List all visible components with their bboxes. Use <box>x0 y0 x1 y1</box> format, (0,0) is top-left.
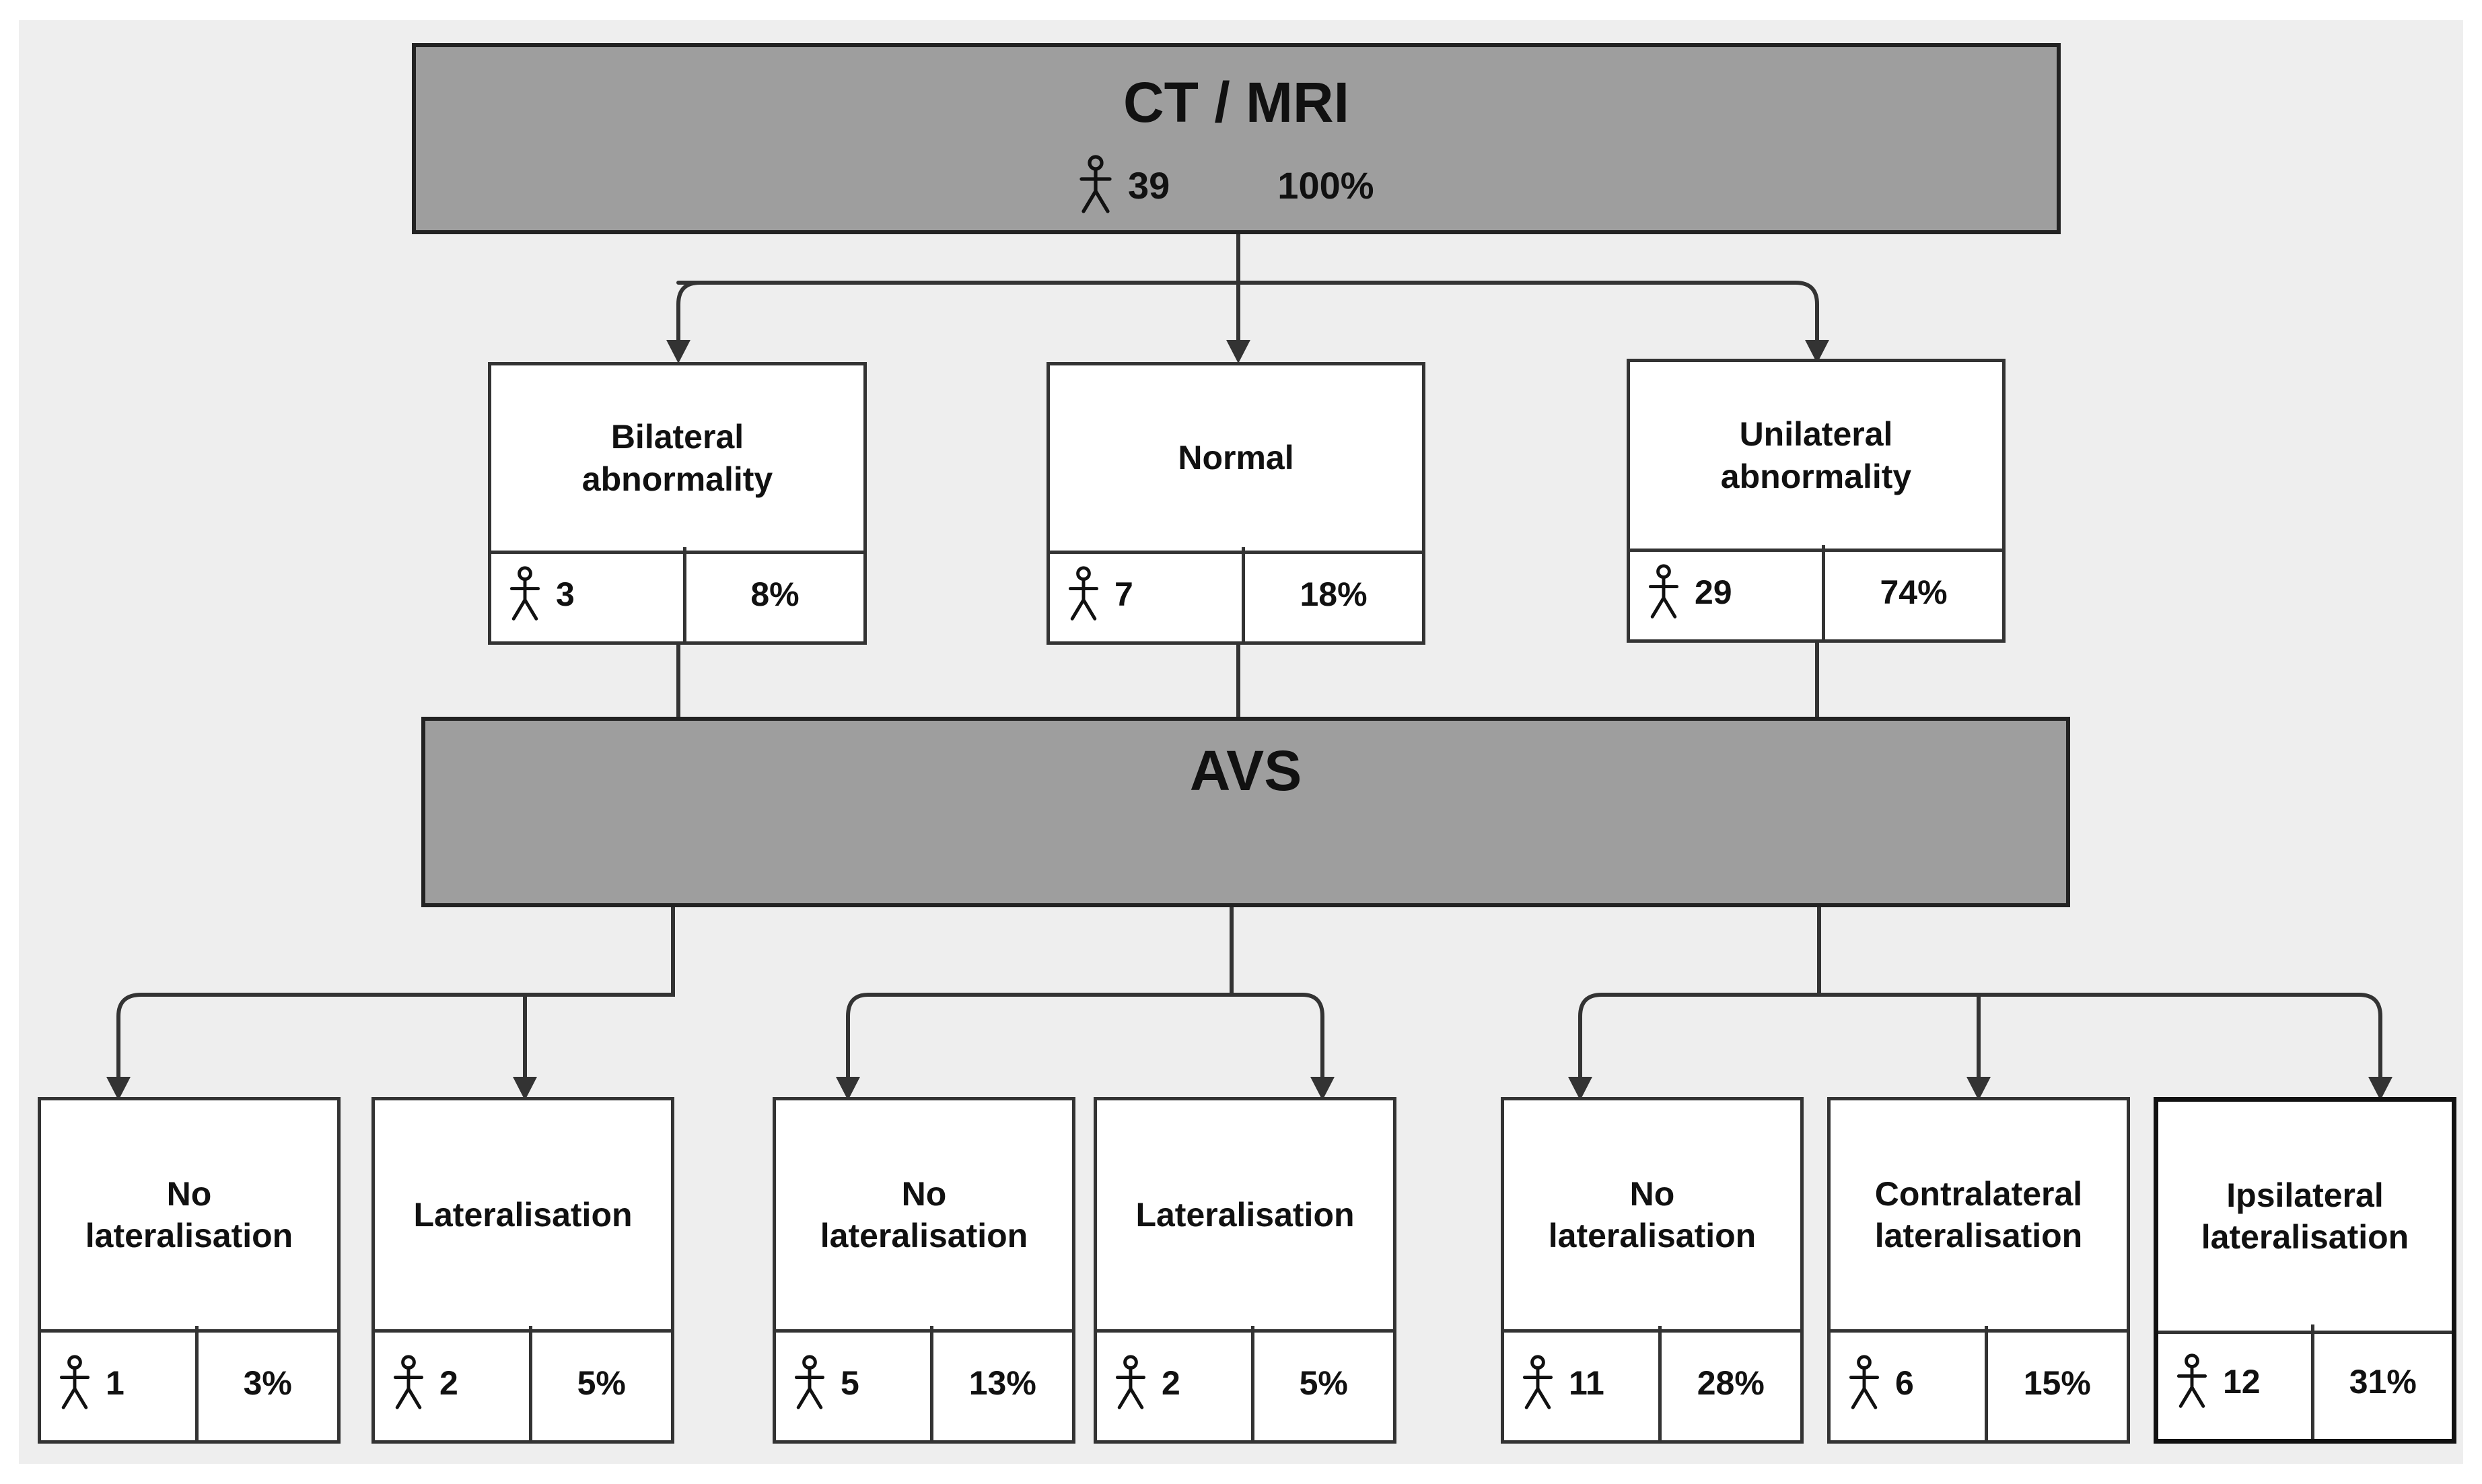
ct-mri-percent: 100% <box>1277 164 1374 207</box>
node-count-cell: 7 <box>1050 547 1245 641</box>
arrowhead <box>1966 1077 1991 1100</box>
node-count-cell: 11 <box>1504 1326 1662 1440</box>
person-icon <box>794 1355 825 1409</box>
node-no-lateralisation-unilateral: No lateralisation 11 28% <box>1501 1097 1804 1444</box>
arrowhead <box>666 340 690 363</box>
person-icon <box>1648 564 1679 619</box>
connector-avs-left <box>116 905 675 1079</box>
node-label: Lateralisation <box>375 1100 671 1333</box>
node-contralateral-lateralisation: Contralateral lateralisation 6 15% <box>1827 1097 2130 1444</box>
node-percent: 31% <box>2349 1363 2417 1401</box>
arrowhead <box>1226 340 1250 363</box>
node-label: Bilateral abnormality <box>491 365 863 554</box>
node-count: 7 <box>1114 575 1133 613</box>
person-icon <box>1068 566 1099 621</box>
person-icon <box>1079 155 1112 213</box>
node-unilateral-abnormality: Unilateral abnormality 29 74% <box>1627 359 2006 643</box>
node-count: 29 <box>1695 573 1732 611</box>
ct-mri-stats: 39 100% <box>1075 155 1374 215</box>
node-percent: 3% <box>243 1364 292 1402</box>
arrowhead <box>1568 1077 1592 1100</box>
node-lateralisation-bilateral: Lateralisation 2 5% <box>371 1097 674 1444</box>
node-label: Lateralisation <box>1097 1100 1393 1333</box>
node-count: 6 <box>1895 1364 1914 1402</box>
node-percent: 13% <box>968 1364 1036 1402</box>
arrowhead <box>2368 1077 2392 1100</box>
node-count-cell: 5 <box>776 1326 933 1440</box>
connector-top-bar <box>676 281 1819 342</box>
arrowhead <box>836 1077 860 1100</box>
ct-mri-title: CT / MRI <box>1123 71 1349 134</box>
arrowhead <box>513 1077 537 1100</box>
node-label: Normal <box>1050 365 1422 554</box>
node-bilateral-abnormality: Bilateral abnormality 3 8% <box>488 362 867 645</box>
node-label: No lateralisation <box>41 1100 337 1333</box>
node-percent: 74% <box>1880 573 1948 611</box>
connector-avs-right <box>1578 905 2382 1079</box>
node-label: Ipsilateral lateralisation <box>2158 1102 2452 1334</box>
node-count: 12 <box>2223 1363 2261 1401</box>
node-no-lateralisation-bilateral: No lateralisation 1 3% <box>38 1097 341 1444</box>
arrowhead <box>1310 1077 1335 1100</box>
node-percent: 8% <box>750 575 800 613</box>
person-icon <box>1115 1355 1146 1409</box>
ct-mri-banner: CT / MRI 39 100% <box>412 43 2061 234</box>
node-count-cell: 3 <box>491 547 686 641</box>
node-label: No lateralisation <box>776 1100 1072 1333</box>
connector-avs-middle <box>846 905 1324 1079</box>
node-percent: 15% <box>2023 1364 2091 1402</box>
node-count: 3 <box>556 575 575 613</box>
node-no-lateralisation-normal: No lateralisation 5 13% <box>773 1097 1075 1444</box>
node-count: 5 <box>841 1364 859 1402</box>
node-count-cell: 12 <box>2158 1324 2314 1439</box>
person-icon <box>1522 1355 1553 1409</box>
person-icon <box>509 566 540 621</box>
avs-title: AVS <box>1189 739 1302 802</box>
node-ipsilateral-lateralisation: Ipsilateral lateralisation 12 31% <box>2154 1097 2456 1444</box>
node-count-cell: 6 <box>1831 1326 1988 1440</box>
node-count: 11 <box>1569 1364 1604 1402</box>
node-label: No lateralisation <box>1504 1100 1800 1333</box>
person-icon <box>1849 1355 1880 1409</box>
node-count-cell: 1 <box>41 1326 199 1440</box>
node-percent: 18% <box>1300 575 1368 613</box>
node-count-cell: 2 <box>1097 1326 1254 1440</box>
node-label: Contralateral lateralisation <box>1831 1100 2127 1333</box>
ct-mri-count: 39 <box>1128 164 1170 207</box>
person-icon <box>393 1355 424 1409</box>
node-percent: 28% <box>1697 1364 1765 1402</box>
node-percent: 5% <box>577 1364 626 1402</box>
arrowheads <box>106 340 2392 1100</box>
avs-banner: AVS <box>421 717 2070 907</box>
arrowhead <box>1805 340 1829 363</box>
node-lateralisation-normal: Lateralisation 2 5% <box>1094 1097 1396 1444</box>
person-icon <box>2176 1353 2207 1408</box>
node-count-cell: 29 <box>1630 545 1825 639</box>
node-percent: 5% <box>1299 1364 1348 1402</box>
node-normal: Normal 7 18% <box>1047 362 1425 645</box>
arrowhead <box>106 1077 131 1100</box>
node-count: 2 <box>1162 1364 1180 1402</box>
person-icon <box>59 1355 90 1409</box>
node-label: Unilateral abnormality <box>1630 362 2002 552</box>
node-count: 1 <box>106 1364 125 1402</box>
node-count: 2 <box>439 1364 458 1402</box>
node-count-cell: 2 <box>375 1326 532 1440</box>
